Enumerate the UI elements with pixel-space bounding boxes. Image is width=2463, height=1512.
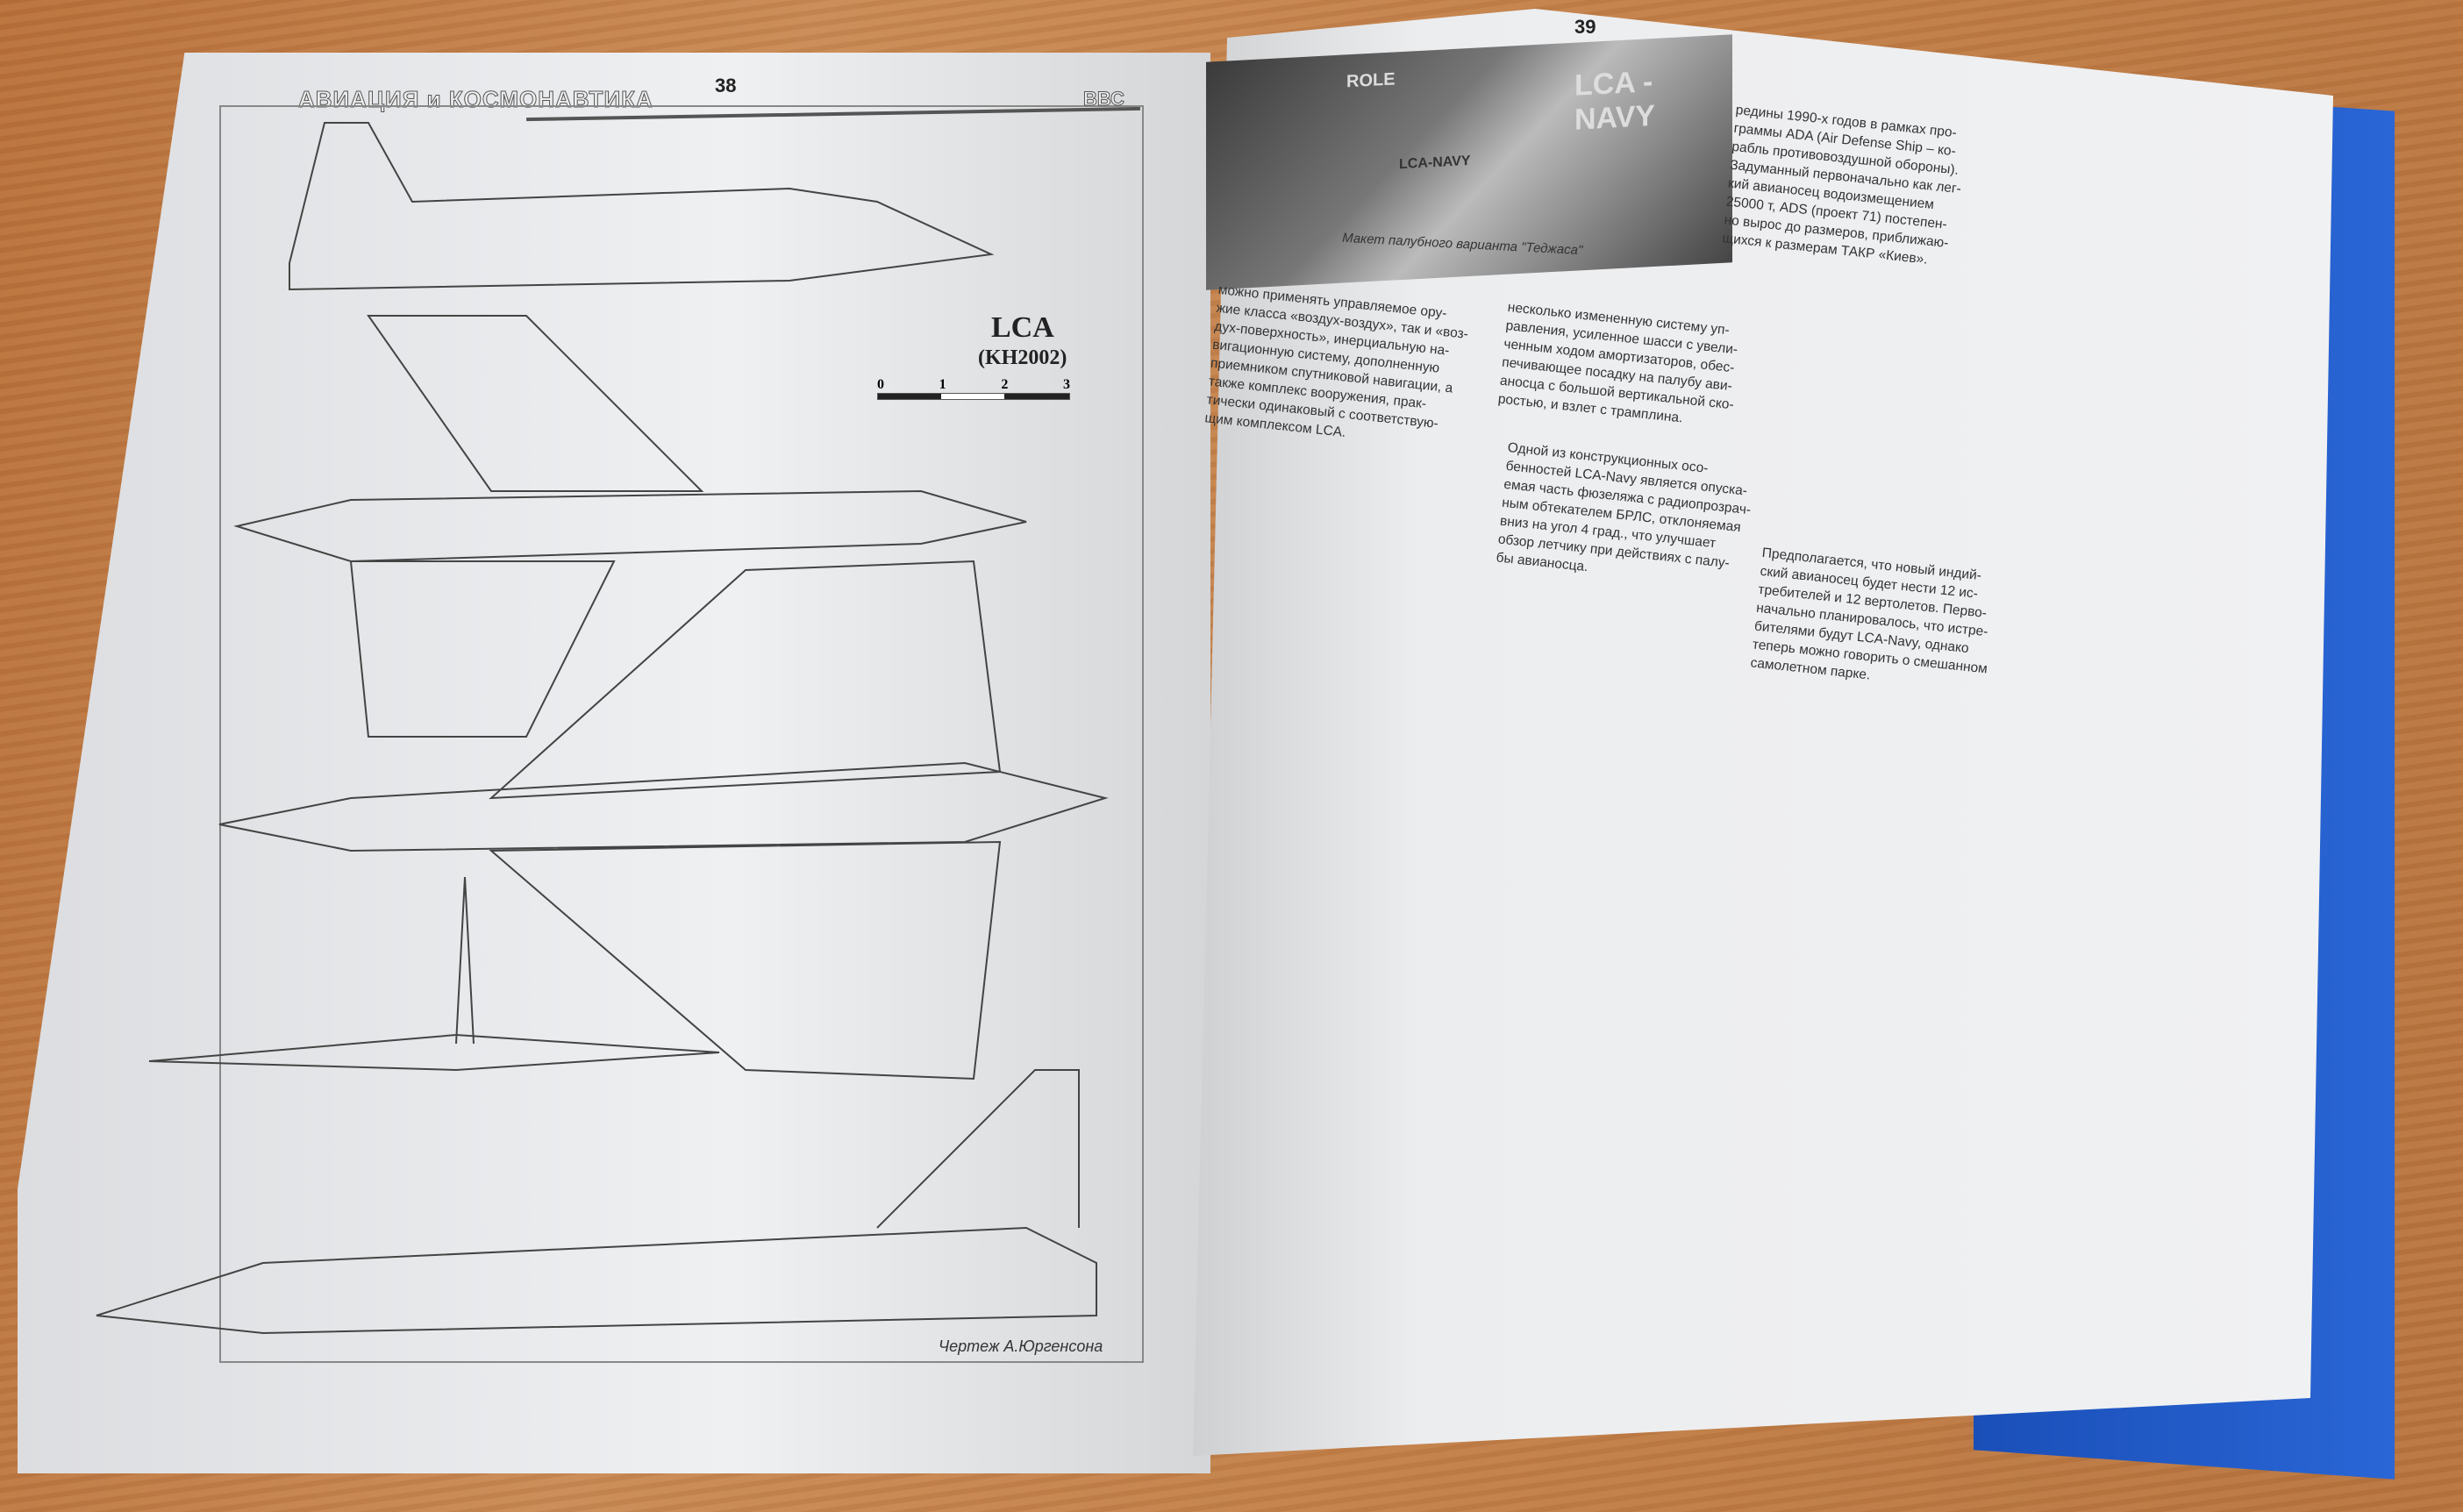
right-page-number: 39 [1574, 16, 1596, 38]
scale-tick: 2 [1001, 377, 1009, 392]
bottom-view [218, 560, 1109, 1081]
text-column: Одной из конструкционных осо-бенностей L… [1496, 439, 1756, 593]
photo-label: LCA - NAVY [1574, 65, 1655, 137]
side-view-bottom [96, 1069, 1097, 1335]
drawing-title: LCA [991, 311, 1054, 344]
text-column: можно применять управляемое ору-жие клас… [1203, 281, 1471, 453]
section-title: ВВС [1083, 88, 1125, 111]
left-page-number: 38 [715, 75, 737, 96]
text-column: Предполагается, что новый индий-ский ави… [1750, 544, 1998, 696]
scale-bar: 0 1 2 3 [877, 377, 1070, 400]
drawing-credit: Чертеж А.Юргенсона [939, 1337, 1103, 1355]
drawing-frame [219, 105, 1144, 1363]
left-page [18, 53, 1210, 1473]
text-column: редины 1990-х годов в рамках про-граммы … [1721, 101, 1967, 272]
side-view-top [289, 122, 995, 291]
scale-tick: 1 [939, 377, 946, 392]
drawing-subtitle: (KH2002) [978, 346, 1067, 369]
scale-tick: 0 [877, 377, 884, 392]
photo-label: LCA-NAVY [1399, 153, 1471, 173]
magazine-title: АВИАЦИЯ и КОСМОНАВТИКА [298, 86, 653, 113]
top-view-upper [233, 315, 1027, 738]
scale-tick: 3 [1062, 377, 1070, 392]
front-view [148, 876, 720, 1072]
photo-label: ROLE [1346, 69, 1396, 92]
